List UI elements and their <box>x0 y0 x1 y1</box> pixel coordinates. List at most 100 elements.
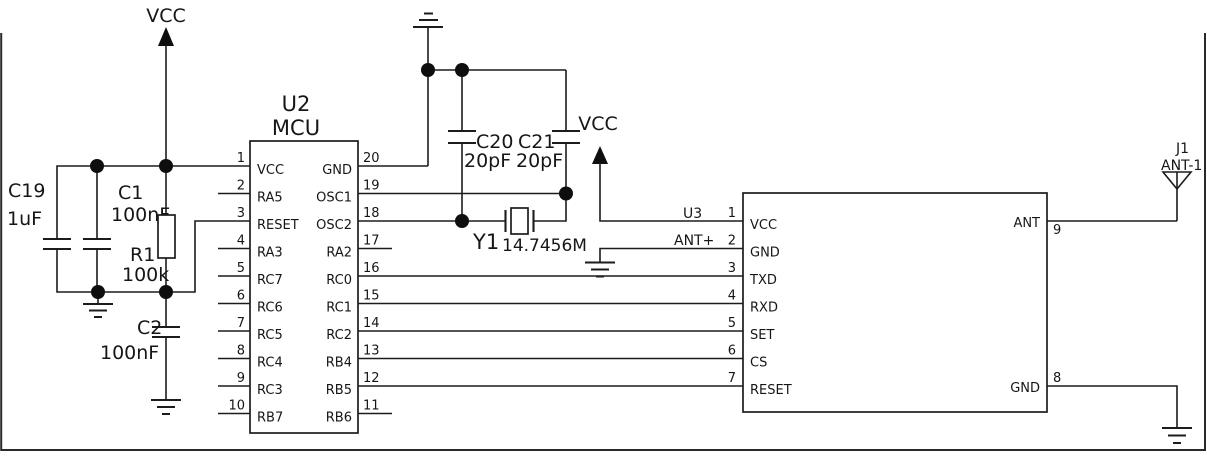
u3-pin7-name: RESET <box>750 383 792 398</box>
u3-pin4-name: RXD <box>750 301 778 316</box>
c19-ref: C19 <box>8 180 45 202</box>
capacitor-plates <box>448 129 476 145</box>
c19-value: 1uF <box>7 208 42 230</box>
c2-value: 100nF <box>100 342 159 364</box>
antenna-net <box>1047 172 1178 222</box>
u2-pin3-name: RESET <box>257 218 299 233</box>
junction-dot <box>455 63 469 77</box>
junction-dot <box>91 285 105 299</box>
vcc-arrow-icon <box>158 27 174 46</box>
junction-dot <box>455 214 469 228</box>
junction-dot <box>159 159 173 173</box>
vcc-arrow-icon <box>592 146 608 164</box>
wire <box>1047 385 1178 428</box>
u3-pin3-number: 3 <box>728 261 736 276</box>
wire <box>358 192 567 222</box>
u3-pin5-number: 5 <box>728 316 736 331</box>
junction-dot <box>421 63 435 77</box>
vcc-rail-left: VCC <box>146 5 186 215</box>
u3-pin4-number: 4 <box>728 289 736 304</box>
u2-pin8-number: 8 <box>237 344 245 359</box>
u3-pin9-number: 9 <box>1053 223 1061 238</box>
u2-pin15-name: RC1 <box>326 301 352 316</box>
u2-pin1-name: VCC <box>257 163 284 178</box>
u3-pin8-name: GND <box>1010 381 1040 396</box>
u2-pin6-name: RC6 <box>257 301 283 316</box>
ground-symbol <box>151 398 181 416</box>
mcu-symbol: U2 MCU 1 2 3 4 5 6 7 8 9 10 VCC RA5 RESE… <box>218 92 380 434</box>
junction-dot <box>559 186 573 201</box>
u2-pin2-number: 2 <box>237 179 245 194</box>
ground-symbol <box>83 292 113 319</box>
j1-ref: J1 <box>1175 141 1189 157</box>
capacitor-c1: C1 100nF <box>83 166 170 292</box>
antenna-j1: J1 ANT-1 <box>1161 141 1202 191</box>
j1-name: ANT-1 <box>1161 158 1202 174</box>
u2-pin9-name: RC3 <box>257 383 283 398</box>
u3-pin8-number: 8 <box>1053 371 1061 386</box>
rf-module-symbol: 1 2 3 4 5 6 7 VCC GND TXD RXD SET CS RES… <box>728 192 1061 413</box>
resistor-body <box>157 214 176 259</box>
capacitor-c21: C21 20pF <box>516 129 580 194</box>
u3-pin2-number: 2 <box>728 234 736 249</box>
rf-module-body <box>742 192 1048 413</box>
ground-bars <box>413 12 443 29</box>
c1-value: 100nF <box>111 204 170 226</box>
u2-pin11-name: RB6 <box>326 411 352 426</box>
wire <box>358 275 743 387</box>
vcc-label-left: VCC <box>146 5 186 27</box>
u2-pin19-name: OSC1 <box>316 191 352 206</box>
ground-bars <box>83 302 113 319</box>
u3-pin1-number: 1 <box>728 206 736 221</box>
u2-pin20-name: GND <box>322 163 352 178</box>
wire <box>56 165 250 239</box>
u2-pin1-number: 1 <box>237 151 245 166</box>
antenna-icon <box>1161 171 1193 191</box>
u2-pin6-number: 6 <box>237 289 245 304</box>
u2-pin14-name: RC2 <box>326 328 352 343</box>
crystal-body <box>510 207 529 235</box>
c1-ref: C1 <box>118 182 143 204</box>
mcu-name: MCU <box>272 116 320 140</box>
u2-pin12-name: RB5 <box>326 383 352 398</box>
vcc-rail-module: VCC <box>578 113 743 222</box>
u2-pin20-number: 20 <box>363 151 380 166</box>
u2-pin11-number: 11 <box>363 399 380 414</box>
wire <box>358 247 392 415</box>
u3-pin2-name: GND <box>750 246 780 261</box>
u3-pin6-name: CS <box>750 356 767 371</box>
ground-bars <box>585 261 615 278</box>
u2-pin10-number: 10 <box>228 399 245 414</box>
junction-dot <box>159 285 173 299</box>
u2-pin14-number: 14 <box>363 316 380 331</box>
u2-pin5-number: 5 <box>237 261 245 276</box>
u2-pin7-number: 7 <box>237 316 245 331</box>
crystal-y1: Y1 14.7456M <box>472 207 587 256</box>
c21-value: 20pF <box>516 150 563 172</box>
u3-pin3-name: TXD <box>749 273 777 288</box>
u2-pin9-number: 9 <box>237 371 245 386</box>
vcc-label-module: VCC <box>578 113 618 135</box>
u2-pin13-name: RB4 <box>326 356 352 371</box>
u2-pin3-number: 3 <box>237 206 245 221</box>
wire <box>56 220 250 293</box>
r1-value: 100k <box>122 264 169 286</box>
u3-pin1-name: VCC <box>750 218 777 233</box>
u3-ref-label: U3 <box>683 206 702 222</box>
module-gnd-net: ANT+ <box>585 233 743 278</box>
capacitor-plates <box>83 237 111 251</box>
y1-value: 14.7456M <box>502 236 587 256</box>
capacitor-c2: C2 100nF <box>100 317 180 400</box>
junction-dot <box>90 159 104 173</box>
u2-pin16-number: 16 <box>363 261 380 276</box>
mcu-body <box>249 140 359 434</box>
u2-pin2-name: RA5 <box>257 191 283 206</box>
mcu-ref: U2 <box>282 92 311 116</box>
u3-pin7-number: 7 <box>728 371 736 386</box>
c2-ref: C2 <box>137 317 162 339</box>
wire <box>599 163 743 222</box>
page-border <box>0 33 1206 451</box>
wire <box>428 69 567 131</box>
